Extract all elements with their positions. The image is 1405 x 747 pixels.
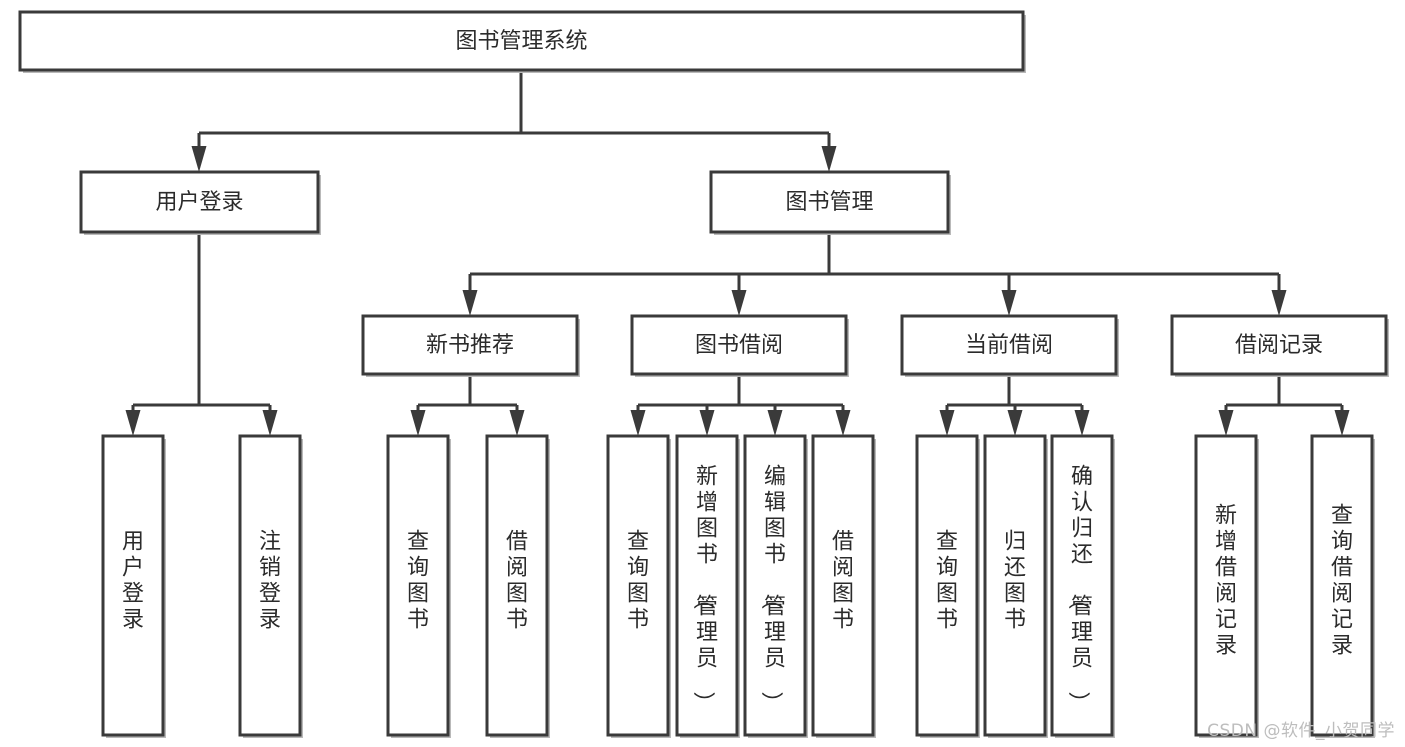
node-leaf-query-book-3[interactable]: 查询图书: [915, 434, 980, 738]
arrow-head-icon: [410, 410, 426, 436]
node-label: 图书管理: [785, 190, 873, 215]
arrow-head-icon: [125, 410, 141, 436]
node-rect[interactable]: [238, 434, 302, 737]
node-rect[interactable]: [900, 314, 1118, 376]
node-label: 借阅图书: [832, 530, 854, 633]
node-label: 确认归还（管理员）: [1065, 465, 1093, 714]
node-book-manage[interactable]: 图书管理: [709, 170, 951, 235]
arrow-head-icon: [767, 410, 783, 436]
node-rect[interactable]: [630, 314, 848, 376]
arrow-head-icon: [699, 410, 715, 436]
node-user-login[interactable]: 用户登录: [79, 170, 321, 235]
node-rect[interactable]: [811, 434, 875, 737]
node-leaf-query-book-2[interactable]: 查询图书: [606, 434, 671, 738]
node-rect[interactable]: [915, 434, 979, 737]
node-leaf-add-record[interactable]: 新增借阅记录: [1194, 434, 1259, 738]
node-label: 用户登录: [122, 530, 144, 633]
connector-c-currentborrow-to-leaves: [939, 374, 1090, 436]
node-rect[interactable]: [709, 170, 950, 234]
node-label: 注销登录: [259, 530, 281, 633]
node-label: 查询图书: [936, 530, 958, 633]
node-label: 查询借阅记录: [1331, 504, 1353, 659]
connector-c-borrowrecord-to-leaves: [1218, 374, 1350, 436]
node-root[interactable]: 图书管理系统: [18, 10, 1026, 73]
connector-layer: [125, 70, 1350, 436]
node-leaf-user-logout[interactable]: 注销登录: [238, 434, 303, 738]
node-label: 新增图书（管理员）: [690, 465, 718, 714]
node-rect[interactable]: [983, 434, 1047, 737]
arrow-head-icon: [1334, 410, 1350, 436]
arrow-head-icon: [939, 410, 955, 436]
node-leaf-return-book[interactable]: 归还图书: [983, 434, 1048, 738]
node-rect[interactable]: [1310, 434, 1374, 737]
arrow-head-icon: [1074, 410, 1090, 436]
node-label: 借阅图书: [506, 530, 528, 633]
node-rect[interactable]: [606, 434, 670, 737]
node-rect[interactable]: [101, 434, 165, 737]
node-book-borrow[interactable]: 图书借阅: [630, 314, 849, 377]
node-leaf-user-login[interactable]: 用户登录: [101, 434, 166, 738]
arrow-head-icon: [1007, 410, 1023, 436]
node-leaf-confirm-return[interactable]: 确认归还（管理员）: [1050, 434, 1115, 738]
connector-c-root-to-level1: [191, 70, 837, 172]
node-label: 查询图书: [627, 530, 649, 633]
node-layer: 图书管理系统用户登录图书管理新书推荐图书借阅当前借阅借阅记录用户登录注销登录查询…: [18, 10, 1389, 738]
node-leaf-borrow-book-2[interactable]: 借阅图书: [811, 434, 876, 738]
connector-c-userlogin-to-leaves: [125, 232, 278, 436]
arrow-head-icon: [835, 410, 851, 436]
node-label: 图书管理系统: [455, 29, 587, 54]
node-label: 用户登录: [155, 190, 243, 215]
arrow-head-icon: [1271, 290, 1287, 316]
node-rect[interactable]: [485, 434, 549, 737]
node-rect[interactable]: [386, 434, 450, 737]
arrow-head-icon: [630, 410, 646, 436]
arrow-head-icon: [1218, 410, 1234, 436]
node-label: 新书推荐: [426, 333, 514, 358]
node-rect[interactable]: [743, 434, 807, 737]
node-rect[interactable]: [361, 314, 579, 376]
arrow-head-icon: [821, 146, 837, 172]
arrow-head-icon: [191, 146, 207, 172]
node-leaf-edit-book[interactable]: 编辑图书（管理员）: [743, 434, 808, 738]
node-rect[interactable]: [675, 434, 739, 737]
connector-c-bookmanage-to-level2: [462, 232, 1287, 316]
arrow-head-icon: [462, 290, 478, 316]
connector-c-newbook-to-leaves: [410, 374, 525, 436]
node-label: 查询图书: [407, 530, 429, 633]
node-leaf-query-record[interactable]: 查询借阅记录: [1310, 434, 1375, 738]
node-label: 借阅记录: [1235, 333, 1323, 358]
node-label: 新增借阅记录: [1215, 504, 1237, 659]
node-borrow-record[interactable]: 借阅记录: [1170, 314, 1389, 377]
arrow-head-icon: [731, 290, 747, 316]
connector-c-bookborrow-to-leaves: [630, 374, 851, 436]
arrow-head-icon: [262, 410, 278, 436]
arrow-head-icon: [509, 410, 525, 436]
arrow-head-icon: [1001, 290, 1017, 316]
node-label: 当前借阅: [965, 333, 1053, 358]
node-rect[interactable]: [18, 10, 1025, 72]
node-label: 编辑图书（管理员）: [758, 465, 786, 714]
node-leaf-add-book[interactable]: 新增图书（管理员）: [675, 434, 740, 738]
node-rect[interactable]: [1194, 434, 1258, 737]
node-rect[interactable]: [79, 170, 320, 234]
node-label: 归还图书: [1004, 530, 1026, 633]
node-new-book-recommend[interactable]: 新书推荐: [361, 314, 580, 377]
node-current-borrow[interactable]: 当前借阅: [900, 314, 1119, 377]
node-leaf-query-book-1[interactable]: 查询图书: [386, 434, 451, 738]
node-rect[interactable]: [1050, 434, 1114, 737]
node-rect[interactable]: [1170, 314, 1388, 376]
node-leaf-borrow-book-1[interactable]: 借阅图书: [485, 434, 550, 738]
node-label: 图书借阅: [695, 333, 783, 358]
